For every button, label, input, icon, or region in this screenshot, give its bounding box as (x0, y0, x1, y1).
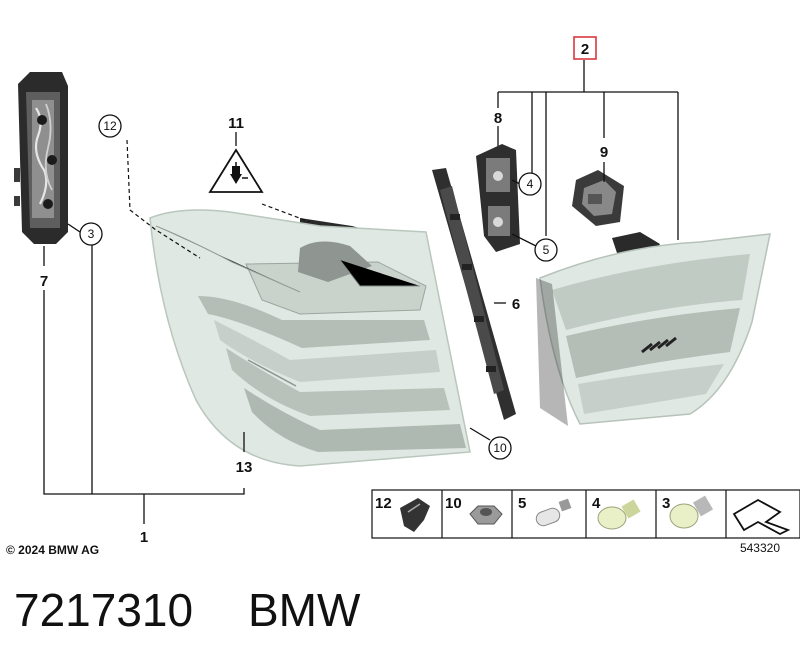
callout-7: 7 (40, 273, 48, 290)
callout-11: 11 (228, 115, 244, 132)
leader-lines (43, 60, 679, 524)
hex-nut-icon (469, 505, 503, 525)
svg-text:3: 3 (88, 227, 95, 241)
svg-text:4: 4 (527, 177, 534, 191)
gasket (432, 168, 516, 420)
outer-tail-light (149, 209, 471, 467)
callout-13: 13 (236, 459, 253, 476)
callout-2: 2 (581, 41, 589, 58)
callout-6: 6 (512, 296, 520, 313)
callout-12: 12 (98, 114, 122, 138)
clip-icon (400, 498, 430, 532)
svg-text:12: 12 (103, 119, 117, 133)
callout-10: 10 (488, 436, 512, 460)
bulb-holder (476, 144, 520, 252)
bayonet-bulb-icon (669, 495, 714, 529)
part-number: 7217310 (14, 584, 194, 636)
callout-3: 3 (79, 222, 103, 246)
callout-9: 9 (600, 144, 608, 161)
legend-label-4: 4 (592, 495, 601, 512)
legend-label-3: 3 (662, 495, 670, 512)
callout-4: 4 (518, 172, 542, 196)
svg-text:10: 10 (493, 441, 507, 455)
copyright-text: © 2024 BMW AG (6, 543, 99, 557)
callout-1: 1 (140, 529, 148, 546)
callout-8: 8 (494, 110, 502, 127)
warning-triangle-icon (208, 148, 264, 193)
inner-tail-light (536, 232, 771, 426)
legend-label-10: 10 (445, 495, 462, 512)
socket-part (572, 170, 624, 226)
svg-text:5: 5 (543, 243, 550, 257)
arrow-zigzag-icon (732, 498, 791, 536)
dashed-leaders (126, 139, 311, 259)
callout-5: 5 (534, 238, 558, 262)
bulb-carrier (14, 72, 68, 244)
small-parts-legend: 12 10 5 4 3 (371, 489, 800, 539)
callout-2-highlight: 2 (573, 36, 597, 60)
legend-label-12: 12 (375, 495, 392, 512)
diagram-code: 543320 (740, 541, 780, 555)
wedge-bulb-icon (597, 499, 641, 530)
legend-label-5: 5 (518, 495, 526, 512)
small-bulb-icon (535, 498, 572, 527)
brand-name: BMW (248, 584, 361, 636)
